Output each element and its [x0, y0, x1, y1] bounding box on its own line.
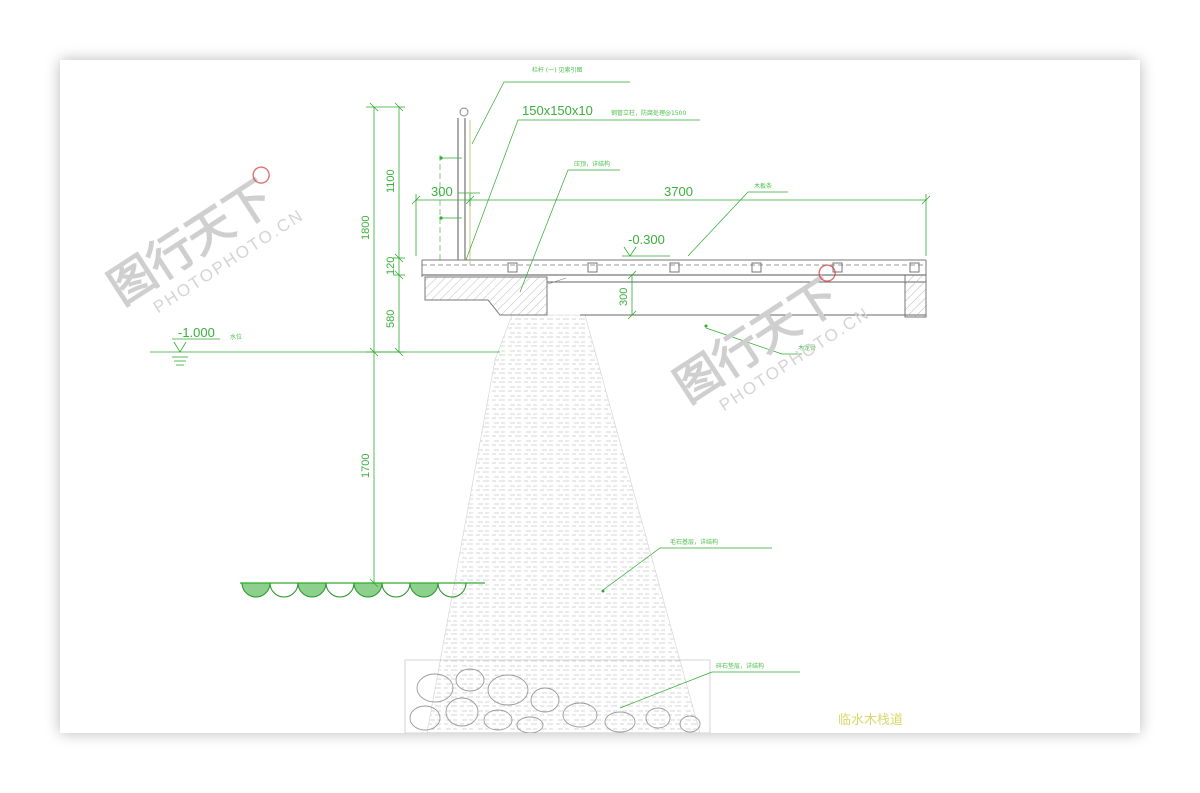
section-drawing: 300 3700 1100 1800 120 580 1700 300 -0.3…: [99, 66, 931, 733]
dim-1700-height: 1700: [360, 454, 372, 478]
horizontal-dimensions: [411, 194, 931, 320]
concrete-cap: [424, 276, 548, 316]
dim-580-height: 580: [385, 310, 397, 328]
dim-1100-height: 1100: [385, 169, 397, 193]
dim-3700-width: 3700: [664, 184, 693, 199]
dim-120-height: 120: [385, 257, 397, 275]
riprap-note: 毛石基层，详结构: [670, 538, 718, 546]
leader-lines: [465, 81, 802, 709]
water-level: [150, 246, 670, 366]
deck-structure: [421, 259, 927, 318]
drawing-sheet: 300 3700 1100 1800 120 580 1700 300 -0.3…: [60, 60, 1140, 733]
dim-300-beam: 300: [618, 288, 630, 306]
watermark-left: 图行天下 PHOTOPHOTO.CN: [99, 166, 307, 317]
watermark-right: 图行天下 PHOTOPHOTO.CN: [665, 264, 873, 415]
vertical-dimensions: [366, 102, 405, 588]
post-spec-suffix: 钢管立柱，防腐处理@1500: [611, 109, 686, 117]
water-elevation: -1.000: [178, 325, 215, 340]
riprap-foundation: [426, 314, 701, 733]
gravel-bedding: [404, 659, 711, 733]
deck-board-note: 木板条: [754, 182, 772, 190]
railing-note: 栏杆 (一) 见索引图: [532, 66, 583, 74]
water-note: 水位: [230, 333, 242, 341]
deck-elevation: -0.300: [628, 232, 665, 247]
joist-note: 木龙骨: [798, 344, 816, 352]
railing-post: [439, 107, 480, 265]
dim-300-width: 300: [431, 184, 453, 199]
ground-line: [240, 582, 485, 598]
gravel-note: 碎石垫层，详结构: [716, 662, 764, 670]
drawing-title: 临水木栈道: [838, 712, 903, 727]
concrete-note: 压顶，详结构: [574, 160, 610, 168]
post-spec: 150x150x10: [522, 103, 593, 118]
dim-1800-height: 1800: [360, 216, 372, 240]
